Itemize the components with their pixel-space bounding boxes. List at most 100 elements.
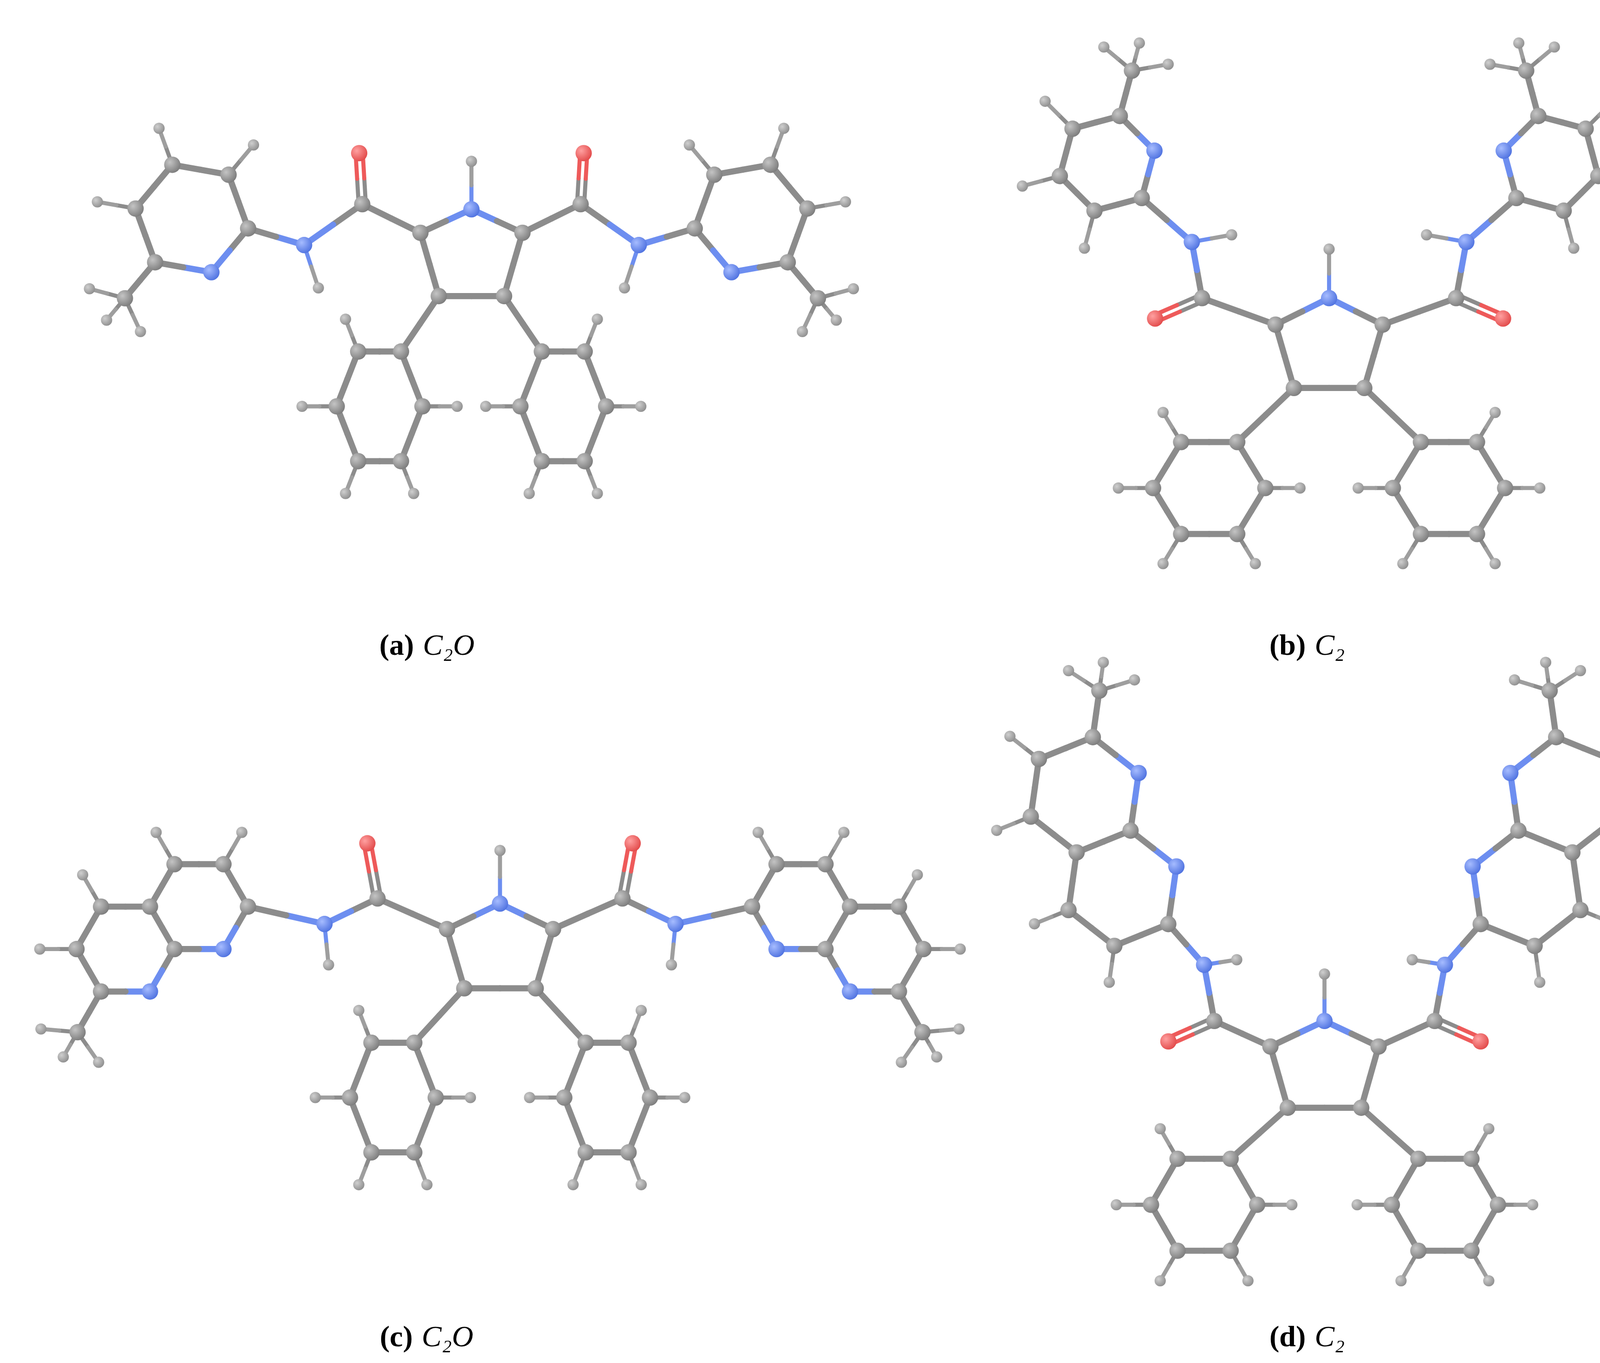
carbon-atom	[1144, 479, 1162, 496]
carbon-atom	[392, 343, 410, 360]
hydrogen-atom	[1534, 482, 1546, 494]
bond-stick	[1597, 916, 1600, 924]
carbon-atom	[533, 343, 550, 360]
oxygen-atom	[351, 144, 368, 162]
hydrogen-atom	[618, 282, 631, 294]
nitrogen-atom	[768, 940, 785, 957]
hydrogen-atom	[591, 313, 603, 325]
hydrogen-atom	[35, 1023, 47, 1035]
hydrogen-atom	[679, 1091, 691, 1103]
carbon-atom	[1590, 167, 1600, 184]
nitrogen-atom	[463, 201, 480, 218]
hydrogen-atom	[296, 400, 308, 412]
hydrogen-atom	[77, 869, 89, 881]
carbon-atom	[127, 200, 144, 217]
nitrogen-atom	[1464, 858, 1481, 875]
carbon-atom	[1510, 822, 1527, 839]
carbon-atom	[1489, 1196, 1507, 1213]
symmetry-label: C₂O	[421, 1320, 474, 1353]
carbon-atom	[1267, 316, 1284, 333]
panel-letter: (d)	[1269, 1320, 1306, 1353]
hydrogen-atom	[1110, 1198, 1122, 1210]
hydrogen-atom	[1319, 968, 1331, 980]
molecule-model	[991, 656, 1600, 1287]
carbon-atom	[341, 1089, 358, 1106]
carbon-atom	[614, 890, 631, 907]
carbon-atom	[1022, 808, 1039, 825]
nitrogen-atom	[1130, 764, 1147, 781]
carbon-atom	[1285, 379, 1302, 397]
hydrogen-atom	[451, 400, 463, 412]
nitrogen-atom	[1320, 289, 1338, 306]
carbon-atom	[1412, 433, 1430, 450]
molecule-model	[34, 826, 967, 1191]
carbon-atom	[69, 1023, 86, 1041]
hydrogen-atom	[1157, 558, 1169, 570]
carbon-atom	[1463, 1150, 1480, 1167]
carbon-atom	[414, 397, 431, 415]
nitrogen-atom	[203, 264, 220, 281]
carbon-atom	[392, 452, 410, 469]
hydrogen-atom	[247, 139, 260, 151]
hydrogen-atom	[1420, 229, 1432, 241]
nitrogen-atom	[1502, 764, 1519, 781]
hydrogen-atom	[323, 958, 335, 970]
carbon-atom	[1508, 189, 1525, 207]
carbon-atom	[163, 156, 181, 173]
hydrogen-atom	[847, 283, 859, 295]
hydrogen-atom	[1112, 482, 1125, 494]
hydrogen-atom	[1128, 674, 1140, 686]
carbon-atom	[768, 855, 785, 872]
carbon-atom	[817, 940, 834, 957]
hydrogen-atom	[1154, 1274, 1166, 1287]
carbon-atom	[430, 287, 447, 305]
carbon-atom	[641, 1089, 658, 1106]
carbon-atom	[1142, 1196, 1159, 1213]
hydrogen-atom	[1574, 664, 1587, 677]
carbon-atom	[817, 855, 834, 872]
hydrogen-atom	[930, 1051, 943, 1063]
hydrogen-atom	[1540, 656, 1552, 668]
carbon-atom	[1279, 1099, 1296, 1116]
hydrogen-atom	[838, 826, 850, 838]
carbon-atom	[1122, 822, 1139, 839]
hydrogen-atom	[1039, 95, 1051, 107]
hydrogen-atom	[1242, 1274, 1254, 1287]
nitrogen-atom	[1183, 233, 1200, 250]
hydrogen-atom	[1489, 558, 1501, 570]
hydrogen-atom	[839, 196, 852, 208]
hydrogen-atom	[991, 824, 1003, 836]
carbon-atom	[545, 920, 562, 937]
carbon-atom	[1370, 1038, 1387, 1055]
carbon-atom	[350, 452, 367, 469]
carbon-atom	[1160, 915, 1177, 932]
nitrogen-atom	[723, 264, 740, 281]
hydrogen-atom	[153, 122, 165, 134]
carbon-atom	[1222, 1150, 1239, 1167]
carbon-atom	[809, 290, 827, 307]
carbon-atom	[1169, 1242, 1186, 1259]
nitrogen-atom	[141, 982, 158, 1000]
panel-letter: (c)	[379, 1320, 413, 1353]
carbon-atom	[527, 980, 544, 997]
hydrogen-atom	[778, 122, 790, 134]
nitrogen-atom	[667, 915, 684, 932]
bond-stick	[1583, 747, 1600, 759]
hydrogen-atom	[953, 1023, 965, 1035]
carbon-atom	[1068, 844, 1085, 861]
carbon-atom	[1374, 316, 1391, 333]
hydrogen-atom	[134, 325, 146, 338]
carbon-atom	[350, 343, 367, 360]
hydrogen-atom	[524, 1091, 536, 1103]
carbon-atom	[240, 220, 257, 237]
carbon-atom	[891, 982, 908, 1000]
carbon-atom	[1469, 525, 1486, 542]
carbon-atom	[1111, 107, 1128, 124]
carbon-atom	[1133, 189, 1151, 207]
oxygen-atom	[1495, 310, 1512, 327]
carbon-atom	[1356, 379, 1373, 397]
carbon-atom	[841, 898, 859, 915]
carbon-atom	[1530, 107, 1547, 124]
